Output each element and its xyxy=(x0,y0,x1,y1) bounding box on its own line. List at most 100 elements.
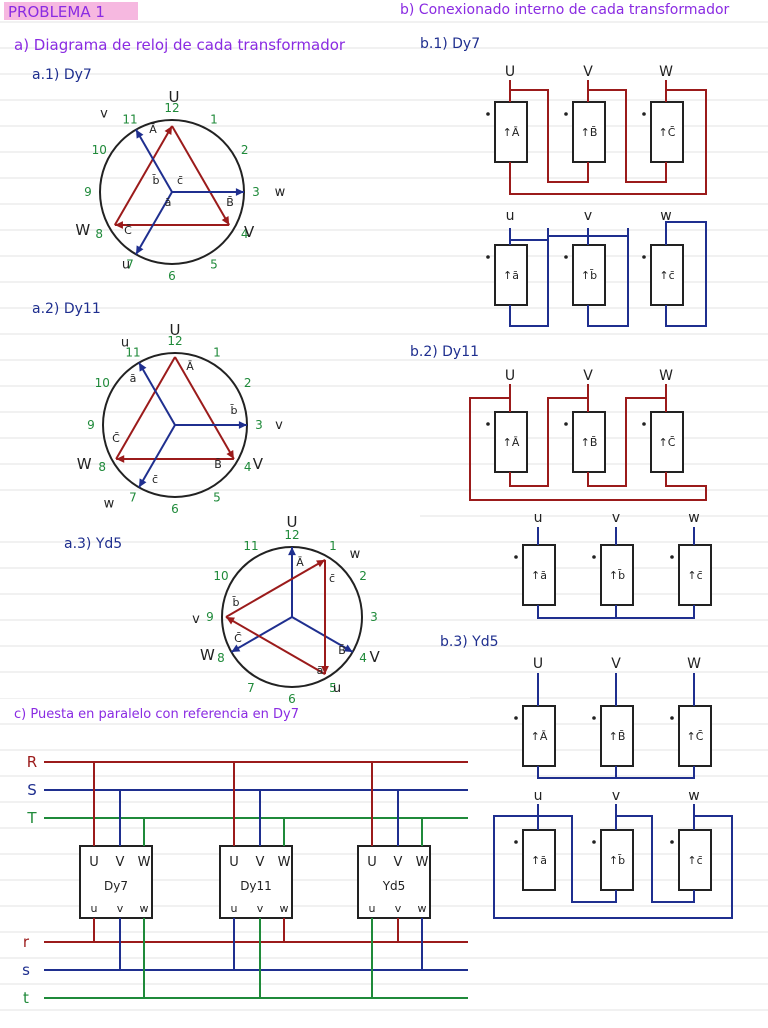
b1-hv-coil-label-1: ↑B̄ xyxy=(581,126,598,139)
hour-label-12: 12 xyxy=(284,528,299,542)
polarity-dot xyxy=(670,716,674,720)
b3-lv-coil-label-0: ↑ā xyxy=(531,854,547,867)
hour-label-3: 3 xyxy=(252,185,260,199)
transformer-lv-terminal-0-1: v xyxy=(117,902,124,915)
b3-hv-coil-label-2: ↑C̄ xyxy=(687,730,704,743)
hour-label-8: 8 xyxy=(98,460,106,474)
phasor-u xyxy=(138,362,176,426)
vector-C: C̄ xyxy=(234,632,242,645)
b2-hv-coil-label-0: ↑Ā xyxy=(503,436,520,449)
b1-hv-terminal-0: U xyxy=(505,64,515,80)
phasor-B xyxy=(291,616,354,653)
b1-hv-coil-label-2: ↑C̄ xyxy=(659,126,676,139)
b1-delta xyxy=(510,89,589,183)
polarity-dot xyxy=(514,716,518,720)
b1-lv-coil-1 xyxy=(572,244,606,306)
vector-a: ā xyxy=(317,664,324,677)
transformer-lv-terminal-2-1: v xyxy=(395,902,402,915)
hour-label-11: 11 xyxy=(122,112,137,126)
polarity-dot xyxy=(592,555,596,559)
polarity-dot xyxy=(642,112,646,116)
transformer-lv-terminal-1-2: w xyxy=(280,902,289,915)
terminal-U: U xyxy=(287,513,298,531)
terminal-v: v xyxy=(192,612,200,627)
vector-A: Ā xyxy=(186,360,194,373)
hour-label-7: 7 xyxy=(247,681,255,695)
terminal-u: u xyxy=(121,336,129,351)
hour-label-11: 11 xyxy=(243,539,258,553)
hour-label-12: 12 xyxy=(164,101,179,115)
bus-label-S: S xyxy=(27,781,37,799)
transformer-lv-terminal-0-0: u xyxy=(91,902,98,915)
hour-label-8: 8 xyxy=(217,651,225,665)
hour-label-1: 1 xyxy=(210,112,218,126)
b1-lv-coil-label-1: ↑b̄ xyxy=(581,269,597,282)
vector-c: c̄ xyxy=(177,174,183,187)
terminal-w: w xyxy=(275,185,286,200)
b1-lv-terminal-0: u xyxy=(506,208,515,224)
b1-lv-coil-label-2: ↑c̄ xyxy=(659,269,674,282)
arrow-head xyxy=(114,221,123,229)
hour-label-1: 1 xyxy=(213,345,221,359)
b3-hv-terminal-2: W xyxy=(687,656,701,672)
arrow-head xyxy=(116,455,125,463)
vector-B: B̄ xyxy=(338,644,346,657)
bus-label-r: r xyxy=(23,933,30,951)
b3-lv-coil-label-1: ↑b̄ xyxy=(609,854,625,867)
transformer-hv-terminal-1-1: V xyxy=(256,855,265,870)
transformer-box-1 xyxy=(219,845,293,919)
polarity-dot xyxy=(514,840,518,844)
arrow-head xyxy=(288,547,296,556)
diagram-label-yd5: a.3) Yd5 xyxy=(64,536,122,552)
transformer-hv-terminal-2-2: W xyxy=(416,855,429,870)
phasor-C xyxy=(115,356,176,460)
phasor-w xyxy=(138,424,176,488)
hour-label-3: 3 xyxy=(255,418,263,432)
b3-lv-delta xyxy=(537,804,617,903)
transformer-hv-terminal-2-0: U xyxy=(367,855,377,870)
b1-hv-coil-label-0: ↑Ā xyxy=(503,126,520,139)
phasor-C xyxy=(230,616,293,653)
b1-lv-coil-0 xyxy=(494,244,528,306)
bus-label-s: s xyxy=(22,961,30,979)
hour-label-2: 2 xyxy=(241,143,249,157)
b2-lv-terminal-1: v xyxy=(612,510,620,526)
hour-label-7: 7 xyxy=(126,258,134,272)
polarity-dot xyxy=(592,840,596,844)
b3-lv-coil-label-2: ↑c̄ xyxy=(687,854,702,867)
arrow-head xyxy=(221,216,230,225)
transformer-hv-terminal-0-0: U xyxy=(89,855,99,870)
transformer-name-2: Yd5 xyxy=(382,879,406,893)
bus-label-R: R xyxy=(27,753,37,771)
polarity-dot xyxy=(486,255,490,259)
phasor-u xyxy=(135,191,173,255)
paper-gap xyxy=(0,690,470,698)
hour-label-6: 6 xyxy=(171,502,179,516)
arrow-head xyxy=(238,421,247,429)
arrow-head xyxy=(139,362,147,372)
b2-lv-coil-label-0: ↑ā xyxy=(531,569,547,582)
polarity-dot xyxy=(564,422,568,426)
transformer-box-2 xyxy=(357,845,431,919)
hour-label-10: 10 xyxy=(92,143,107,157)
hour-label-11: 11 xyxy=(125,345,140,359)
arrow-head xyxy=(321,666,329,675)
b3-lv-terminal-1: v xyxy=(612,788,620,804)
b2-hv-terminal-0: U xyxy=(505,368,515,384)
phasor-C xyxy=(113,125,173,226)
vector-B: B̄ xyxy=(226,196,234,209)
transformer-lv-terminal-1-0: u xyxy=(231,902,238,915)
hour-label-4: 4 xyxy=(359,651,367,665)
vector-b: b̄ xyxy=(232,596,240,609)
hour-label-3: 3 xyxy=(370,610,378,624)
b3-hv-coil-label-1: ↑B̄ xyxy=(609,730,626,743)
vector-c: c̄ xyxy=(329,572,335,585)
bus-label-T: T xyxy=(26,809,37,827)
polarity-dot xyxy=(642,255,646,259)
terminal-V: V xyxy=(253,455,264,473)
